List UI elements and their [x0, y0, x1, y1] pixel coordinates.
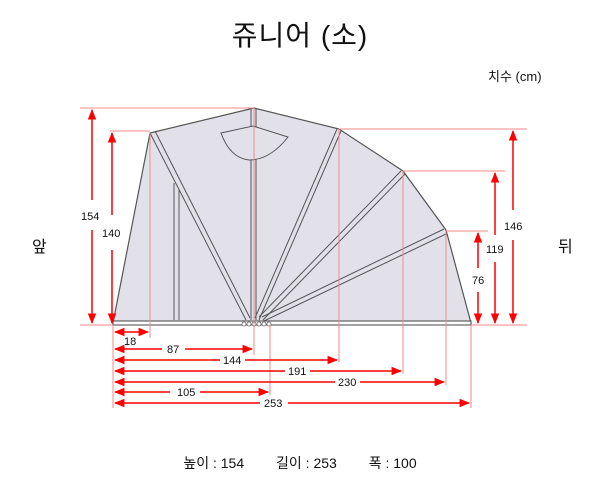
spec-summary: 높이 : 154 길이 : 253 폭 : 100 [0, 453, 600, 473]
dim-154: 154 [81, 211, 99, 223]
spec-length: 길이 : 253 [276, 455, 337, 471]
dim-18: 18 [124, 336, 136, 348]
dim-144: 144 [223, 355, 241, 367]
dimension-labels: 154 140 146 119 76 18 87 144 191 230 105… [81, 211, 522, 410]
dim-191: 191 [288, 366, 306, 378]
diagram-title: 쥬니어 (소) [231, 20, 369, 51]
dim-230: 230 [338, 377, 356, 389]
dim-253: 253 [264, 398, 282, 410]
back-label: 뒤 [558, 239, 573, 256]
tent-shape [112, 107, 472, 327]
dim-105: 105 [177, 387, 195, 399]
spec-width: 폭 : 100 [368, 455, 417, 471]
hinge [241, 321, 272, 327]
guide-lines [80, 107, 527, 408]
spec-height: 높이 : 154 [183, 455, 245, 471]
dim-146: 146 [504, 221, 522, 233]
dimension-lines [87, 108, 518, 408]
unit-label: 치수 (cm) [488, 69, 542, 84]
base-rail [112, 320, 472, 326]
dim-140: 140 [102, 228, 120, 240]
front-label: 앞 [32, 239, 47, 256]
dim-76: 76 [472, 275, 484, 287]
dim-119: 119 [486, 244, 504, 256]
dim-87: 87 [167, 344, 179, 356]
